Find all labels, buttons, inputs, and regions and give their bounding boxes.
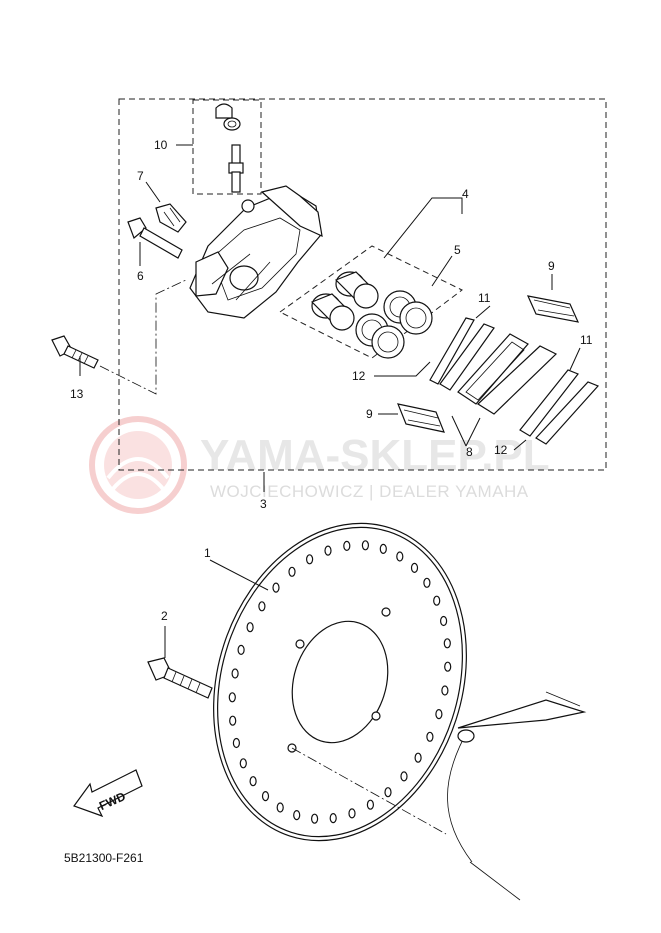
- center-line-hub: [291, 747, 447, 835]
- disc-hole: [272, 582, 280, 593]
- callout-8: 8: [466, 445, 473, 459]
- disc-hole: [239, 758, 247, 769]
- disc-hole: [433, 595, 441, 606]
- pad-springs: [397, 295, 580, 433]
- callout-2: 2: [161, 609, 168, 623]
- callout-3: 3: [260, 497, 267, 511]
- reference-code: 5B21300-F261: [64, 851, 144, 865]
- callout-7: 7: [137, 169, 144, 183]
- callout-12-a: 12: [352, 369, 366, 383]
- caliper-bolt-part: [127, 217, 183, 259]
- watermark-subtitle: WOJCIECHOWICZ | DEALER YAMAHA: [210, 482, 529, 501]
- disc-hole: [379, 543, 387, 555]
- disc-hole: [261, 790, 270, 802]
- disc-holes: [228, 540, 452, 824]
- disc-hole: [231, 668, 239, 679]
- disc-hole: [435, 708, 443, 720]
- disc-hole: [444, 661, 452, 672]
- disc-hole: [366, 799, 374, 810]
- callout-12-b: 12: [494, 443, 508, 457]
- disc-hole: [400, 771, 408, 782]
- disc-bolt-part: [147, 657, 213, 699]
- disc-hole: [228, 692, 236, 703]
- callouts: 10 7 6 4 5 11 9 11 12 9 8 12 13 3 1 2: [70, 138, 593, 623]
- center-line-13: [99, 279, 187, 395]
- callout-10: 10: [154, 138, 168, 152]
- brake-pads: [429, 317, 600, 445]
- watermark-logo: [89, 416, 187, 514]
- slide-boot-part: [155, 203, 187, 233]
- callout-9-b: 9: [366, 407, 373, 421]
- bleed-screw-part: [215, 103, 244, 193]
- callout-11-a: 11: [478, 291, 491, 305]
- disc-hole: [311, 813, 319, 824]
- callout-9-a: 9: [548, 259, 555, 273]
- piston-kit-dashed-box: [279, 245, 463, 359]
- disc-hole: [232, 737, 240, 749]
- wheel-hub-sketch: [447, 691, 587, 901]
- callout-6: 6: [137, 269, 144, 283]
- watermark-title: YAMA-SKLEP.PL: [200, 431, 550, 480]
- disc-hole: [440, 615, 448, 627]
- callout-4: 4: [462, 187, 469, 201]
- disc-hole: [276, 802, 284, 813]
- disc-hole: [306, 554, 314, 565]
- disc-hole: [423, 577, 431, 588]
- disc-hole: [258, 601, 266, 612]
- disc-hole: [361, 540, 369, 551]
- disc-hole: [343, 540, 351, 552]
- disc-hole: [293, 809, 301, 821]
- caliper-mount-bolt-part: [51, 335, 99, 369]
- leader-lines: [79, 144, 581, 658]
- disc-hole: [329, 812, 337, 824]
- callout-5: 5: [454, 243, 461, 257]
- fwd-arrow: FWD: [73, 769, 143, 818]
- disc-hole: [384, 787, 392, 798]
- disc-hole: [288, 566, 296, 577]
- pistons-and-seals: [310, 271, 433, 359]
- disc-hole: [348, 808, 356, 819]
- caliper-body: [189, 185, 323, 319]
- disc-hole: [229, 715, 237, 726]
- disc-hole: [414, 752, 422, 763]
- assembly-dashed-box: [118, 98, 607, 471]
- disc-hole: [443, 638, 451, 649]
- disc-hole: [246, 622, 254, 633]
- disc-hole: [426, 731, 434, 742]
- bleed-screw-dashed-box: [192, 99, 262, 195]
- disc-hole: [441, 685, 449, 696]
- callout-13: 13: [70, 387, 84, 401]
- disc-hole: [249, 776, 257, 787]
- watermark: YAMA-SKLEP.PL WOJCIECHOWICZ | DEALER YAM…: [89, 416, 550, 514]
- callout-1: 1: [204, 546, 211, 560]
- disc-hole: [237, 644, 245, 656]
- callout-11-b: 11: [580, 333, 593, 347]
- brake-disc: [213, 522, 467, 842]
- disc-hole: [396, 551, 404, 562]
- disc-hole: [324, 545, 332, 556]
- disc-hole: [410, 562, 419, 574]
